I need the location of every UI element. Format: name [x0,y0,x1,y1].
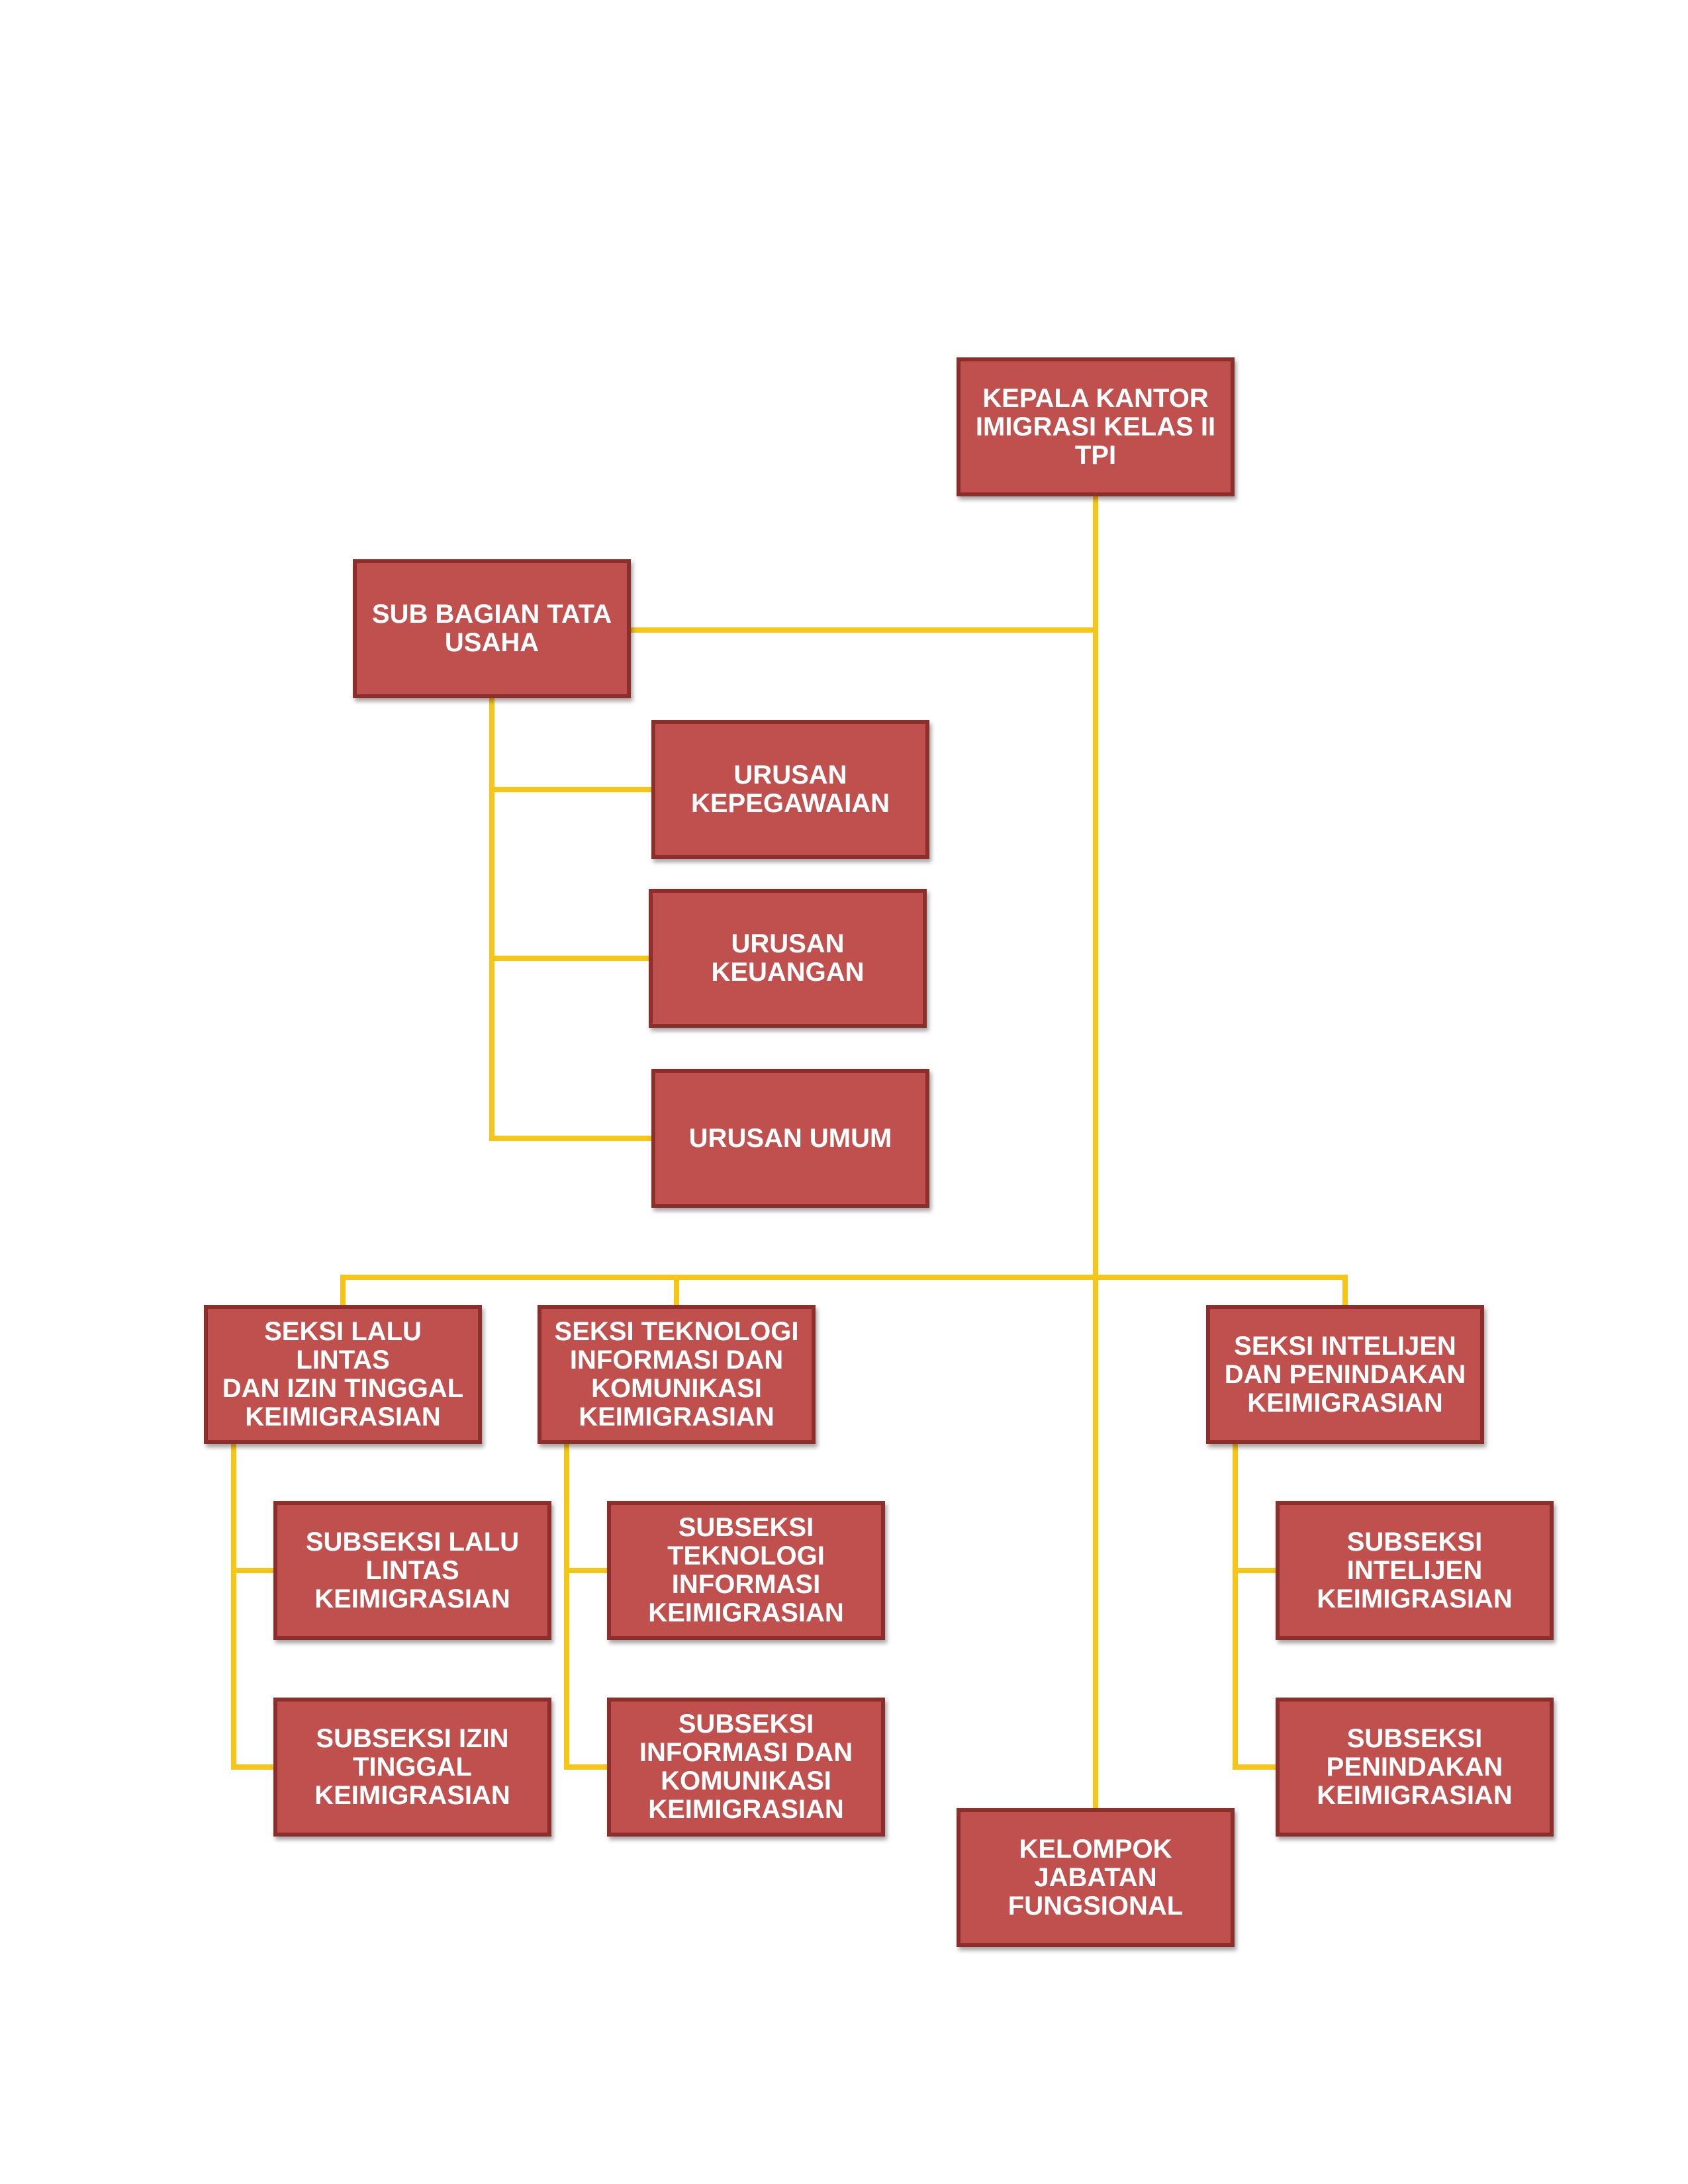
org-box-subseksi-intelijen: SUBSEKSI INTELIJEN KEIMIGRASIAN [1276,1501,1554,1640]
org-box-urusan-umum: URUSAN UMUM [651,1069,929,1208]
org-box-label: KELOMPOK JABATAN FUNGSIONAL [1008,1834,1184,1921]
org-box-kepala-kantor: KEPALA KANTOR IMIGRASI KELAS II TPI [957,357,1235,496]
org-box-sub-bagian-tata-usaha: SUB BAGIAN TATA USAHA [353,559,631,698]
org-box-kelompok-jabatan-fungsional: KELOMPOK JABATAN FUNGSIONAL [957,1808,1235,1947]
org-box-seksi-lalu-lintas: SEKSI LALU LINTAS DAN IZIN TINGGAL KEIMI… [204,1305,482,1444]
org-box-urusan-keuangan: URUSAN KEUANGAN [649,889,927,1028]
org-box-label: SUBSEKSI PENINDAKAN KEIMIGRASIAN [1317,1723,1513,1810]
org-box-label: SUB BAGIAN TATA USAHA [371,600,612,657]
org-box-urusan-kepegawaian: URUSAN KEPEGAWAIAN [651,720,929,859]
org-box-label: URUSAN UMUM [688,1123,892,1153]
org-box-label: SEKSI TEKNOLOGI INFORMASI DAN KOMUNIKASI… [554,1317,799,1432]
org-box-label: SEKSI INTELIJEN DAN PENINDAKAN KEIMIGRAS… [1224,1331,1466,1418]
org-box-label: URUSAN KEPEGAWAIAN [690,760,890,818]
org-box-label: KEPALA KANTOR IMIGRASI KELAS II TPI [975,383,1216,470]
org-box-label: SEKSI LALU LINTAS DAN IZIN TINGGAL KEIMI… [222,1317,464,1432]
org-box-subseksi-izin-tinggal: SUBSEKSI IZIN TINGGAL KEIMIGRASIAN [273,1698,551,1837]
org-box-seksi-intelijen: SEKSI INTELIJEN DAN PENINDAKAN KEIMIGRAS… [1206,1305,1484,1444]
org-box-subseksi-lalu-lintas: SUBSEKSI LALU LINTAS KEIMIGRASIAN [273,1501,551,1640]
org-box-label: SUBSEKSI INFORMASI DAN KOMUNIKASI KEIMIG… [639,1709,853,1824]
org-box-label: SUBSEKSI INTELIJEN KEIMIGRASIAN [1317,1527,1513,1614]
org-box-subseksi-penindakan: SUBSEKSI PENINDAKAN KEIMIGRASIAN [1276,1698,1554,1837]
org-box-label: SUBSEKSI TEKNOLOGI INFORMASI KEIMIGRASIA… [648,1513,844,1627]
org-box-label: SUBSEKSI LALU LINTAS KEIMIGRASIAN [305,1527,520,1614]
org-box-subseksi-teknologi-informasi: SUBSEKSI TEKNOLOGI INFORMASI KEIMIGRASIA… [607,1501,885,1640]
org-box-subseksi-informasi-komunikasi: SUBSEKSI INFORMASI DAN KOMUNIKASI KEIMIG… [607,1698,885,1837]
org-box-label: URUSAN KEUANGAN [711,929,865,987]
org-box-seksi-teknologi: SEKSI TEKNOLOGI INFORMASI DAN KOMUNIKASI… [538,1305,816,1444]
org-box-label: SUBSEKSI IZIN TINGGAL KEIMIGRASIAN [314,1723,510,1810]
